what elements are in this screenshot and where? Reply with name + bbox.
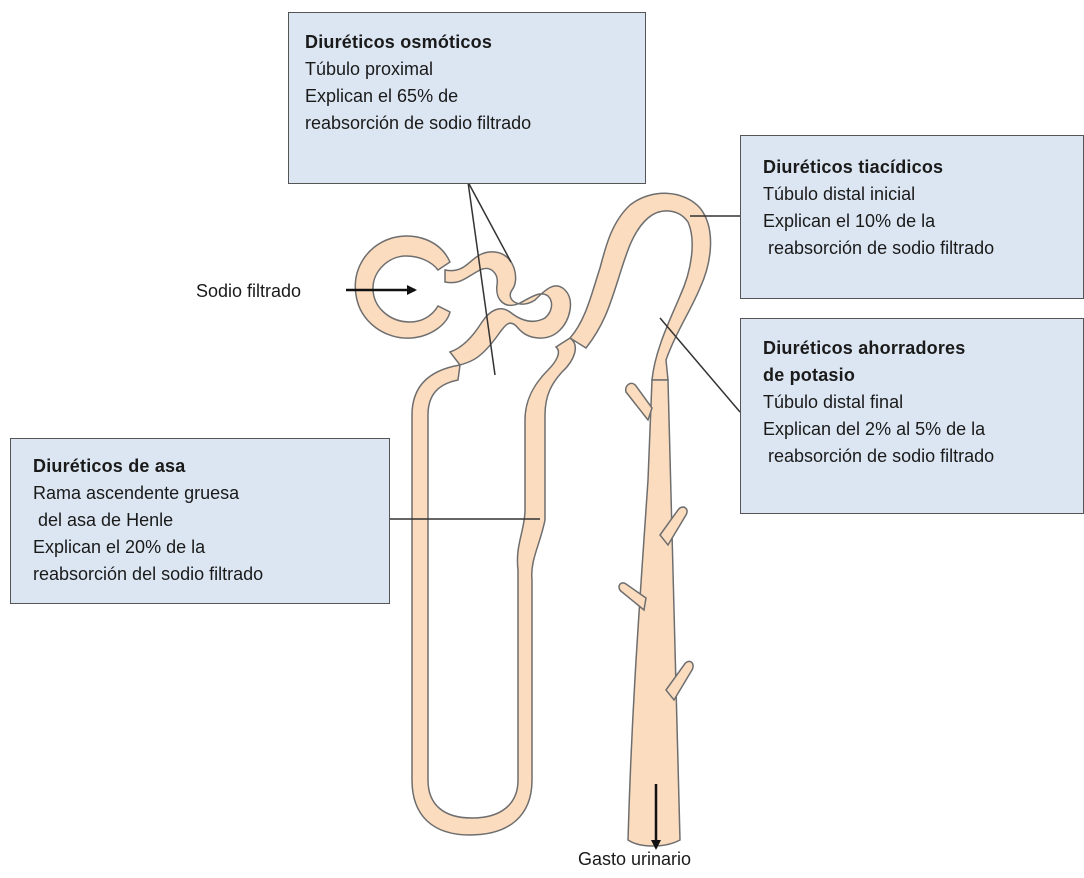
callout-line: Túbulo distal final xyxy=(763,389,1069,416)
callout-title: de potasio xyxy=(763,362,1069,389)
loop-of-henle xyxy=(412,338,575,835)
callout-title: Diuréticos ahorradores xyxy=(763,335,1069,362)
callout-title: Diuréticos tiacídicos xyxy=(763,154,1069,181)
gasto-urinario-label: Gasto urinario xyxy=(578,848,691,870)
callout-line: Explican del 2% al 5% de la xyxy=(763,416,1069,443)
callout-line: reabsorción de sodio filtrado xyxy=(305,110,631,137)
bowman-capsule xyxy=(355,236,450,338)
callout-line: reabsorción del sodio filtrado xyxy=(33,561,375,588)
proximal-tubule xyxy=(445,252,570,365)
callout-line: Rama ascendente gruesa xyxy=(33,480,375,507)
callout-line: del asa de Henle xyxy=(33,507,375,534)
callout-title: Diuréticos osmóticos xyxy=(305,29,631,56)
callout-line: Túbulo distal inicial xyxy=(763,181,1069,208)
callout-line: Explican el 65% de xyxy=(305,83,631,110)
callout-line: Explican el 10% de la xyxy=(763,208,1069,235)
collecting-duct xyxy=(628,380,680,846)
callout-line: reabsorción de sodio filtrado xyxy=(763,235,1069,262)
thiazide-diuretics-callout: Diuréticos tiacídicos Túbulo distal inic… xyxy=(740,135,1084,299)
callout-title: Diuréticos de asa xyxy=(33,453,375,480)
callout-line: Explican el 20% de la xyxy=(33,534,375,561)
potassium-sparing-diuretics-callout: Diuréticos ahorradores de potasio Túbulo… xyxy=(740,318,1084,514)
osmotic-diuretics-callout: Diuréticos osmóticos Túbulo proximal Exp… xyxy=(288,12,646,184)
sodio-filtrado-label: Sodio filtrado xyxy=(196,280,301,302)
callout-line: Túbulo proximal xyxy=(305,56,631,83)
loop-diuretics-callout: Diuréticos de asa Rama ascendente gruesa… xyxy=(10,438,390,604)
callout-line: reabsorción de sodio filtrado xyxy=(763,443,1069,470)
